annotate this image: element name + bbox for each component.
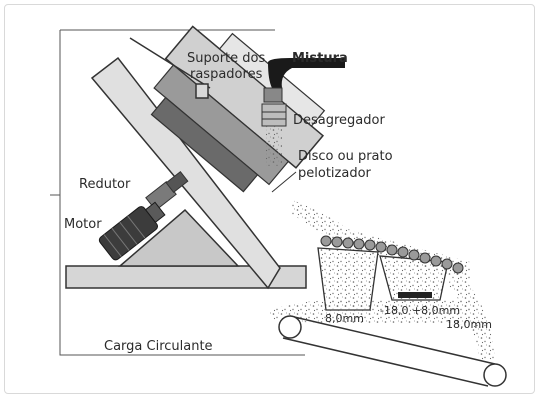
- label-disco: Disco ou prato: [298, 149, 393, 164]
- label-redutor: Redutor: [79, 177, 131, 192]
- label-size-mid: -18,0 +8,0mm: [380, 304, 460, 317]
- label-raspadores: raspadores: [190, 67, 263, 82]
- label-size-large: 18,0mm: [446, 318, 492, 331]
- label-pelotizador: pelotizador: [298, 166, 372, 181]
- label-mistura: Mistura: [292, 51, 348, 66]
- label-motor: Motor: [64, 217, 102, 232]
- label-desagregador: Desagregador: [293, 113, 385, 128]
- label-size-small: 8,0mm: [325, 312, 364, 325]
- label-carga: Carga Circulante: [104, 339, 213, 354]
- label-suporte: Suporte dos: [187, 51, 265, 66]
